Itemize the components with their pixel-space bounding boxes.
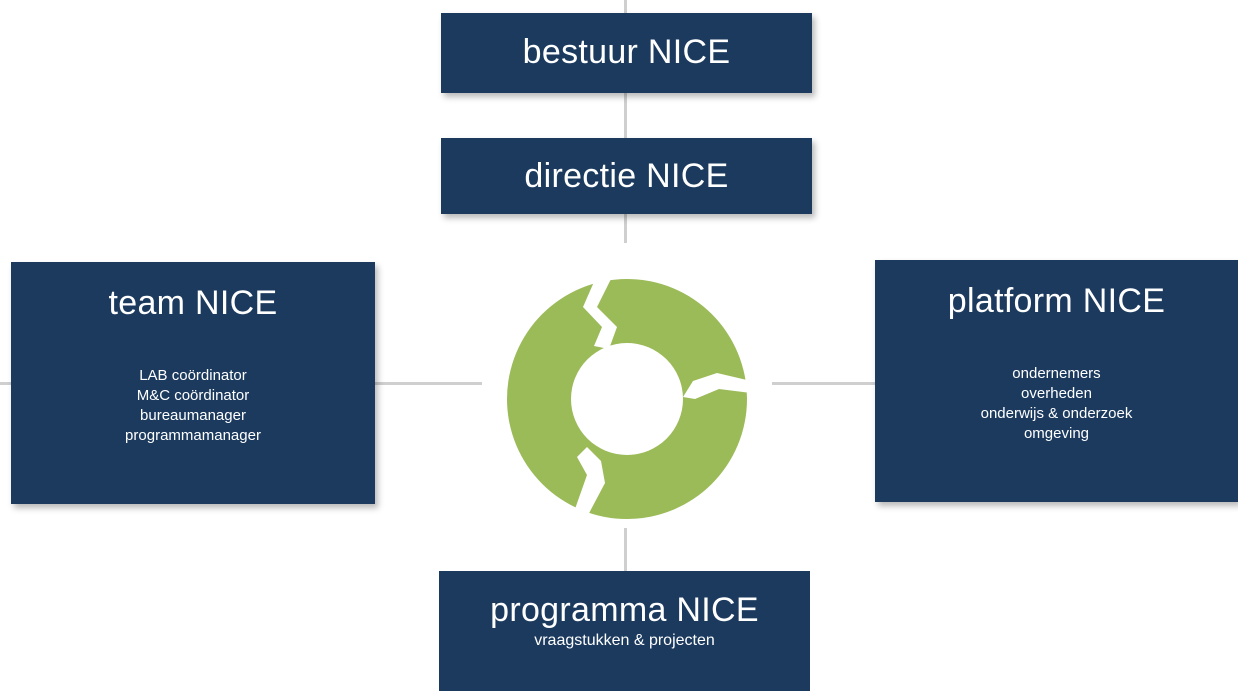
team-box: team NICE LAB coördinator M&C coördinato…: [11, 262, 375, 504]
team-role-list: LAB coördinator M&C coördinator bureauma…: [11, 366, 375, 446]
platform-member-list: ondernemers overheden onderwijs & onderz…: [875, 364, 1238, 444]
platform-member-item: onderwijs & onderzoek: [980, 405, 1133, 422]
connector-directie-cycle: [624, 213, 627, 243]
team-role-item: LAB coördinator: [139, 367, 247, 384]
team-title: team NICE: [108, 284, 278, 322]
bestuur-title: bestuur NICE: [522, 33, 731, 71]
directie-box: directie NICE: [441, 138, 812, 214]
team-role-item: bureaumanager: [140, 407, 246, 424]
programma-title: programma NICE: [490, 591, 759, 629]
connector-cycle-programma: [624, 528, 627, 572]
directie-title: directie NICE: [524, 157, 729, 195]
platform-member-item: overheden: [1021, 385, 1092, 402]
platform-title: platform NICE: [947, 282, 1166, 320]
connector-cycle-platform: [772, 382, 876, 385]
platform-member-item: ondernemers: [1012, 365, 1101, 382]
bestuur-box: bestuur NICE: [441, 13, 812, 93]
team-role-item: M&C coördinator: [136, 387, 250, 404]
connector-top: [624, 0, 627, 14]
cycle-arrows-icon: [507, 279, 747, 519]
programma-box: programma NICE vraagstukken & projecten: [439, 571, 810, 691]
connector-bestuur-directie: [624, 92, 627, 139]
platform-box: platform NICE ondernemers overheden onde…: [875, 260, 1238, 502]
platform-member-item: omgeving: [1023, 425, 1090, 442]
programma-subtitle: vraagstukken & projecten: [534, 632, 715, 649]
connector-team-cycle: [375, 382, 482, 385]
team-role-item: programmamanager: [125, 427, 261, 444]
connector-left-edge: [0, 382, 12, 385]
